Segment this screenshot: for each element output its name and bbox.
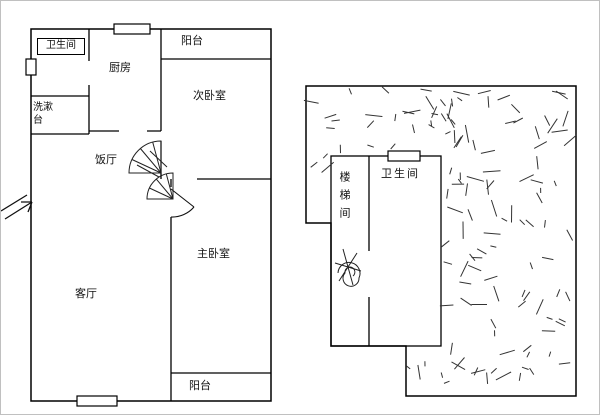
room-label-bathroom-left: 卫生间 xyxy=(37,38,85,55)
room-label-washstand: 洗漱台 xyxy=(33,102,53,126)
left-windows xyxy=(25,23,151,407)
room-label-stairwell: 楼梯间 xyxy=(338,171,351,225)
window-bottom xyxy=(76,395,118,407)
stair-spiral-scribble xyxy=(334,248,362,287)
room-label-balcony-top: 阳台 xyxy=(181,34,203,47)
room-label-kitchen: 厨房 xyxy=(109,61,131,74)
scribble-texture xyxy=(303,86,578,384)
right-interior-walls xyxy=(330,155,442,347)
room-label-master-bedroom: 主卧室 xyxy=(197,247,230,260)
right-windows xyxy=(387,150,421,162)
left-interior-walls xyxy=(31,29,271,401)
window-bathroom xyxy=(387,150,421,162)
window-left xyxy=(25,58,37,76)
door-swing-scribbles xyxy=(128,140,174,200)
room-label-bathroom-right: 卫生间 xyxy=(381,167,420,180)
room-label-living-room: 客厅 xyxy=(75,287,97,300)
left-floor-plan xyxy=(1,23,272,407)
master-bedroom-door xyxy=(170,188,195,218)
window-top xyxy=(113,23,151,35)
room-label-dining-room: 饭厅 xyxy=(95,153,117,166)
right-floor-plan xyxy=(305,85,577,397)
left-outer-walls xyxy=(30,28,272,402)
room-label-balcony-bottom: 阳台 xyxy=(189,379,211,392)
entrance-arrow-icon xyxy=(1,194,33,220)
room-label-second-bedroom: 次卧室 xyxy=(193,89,226,102)
